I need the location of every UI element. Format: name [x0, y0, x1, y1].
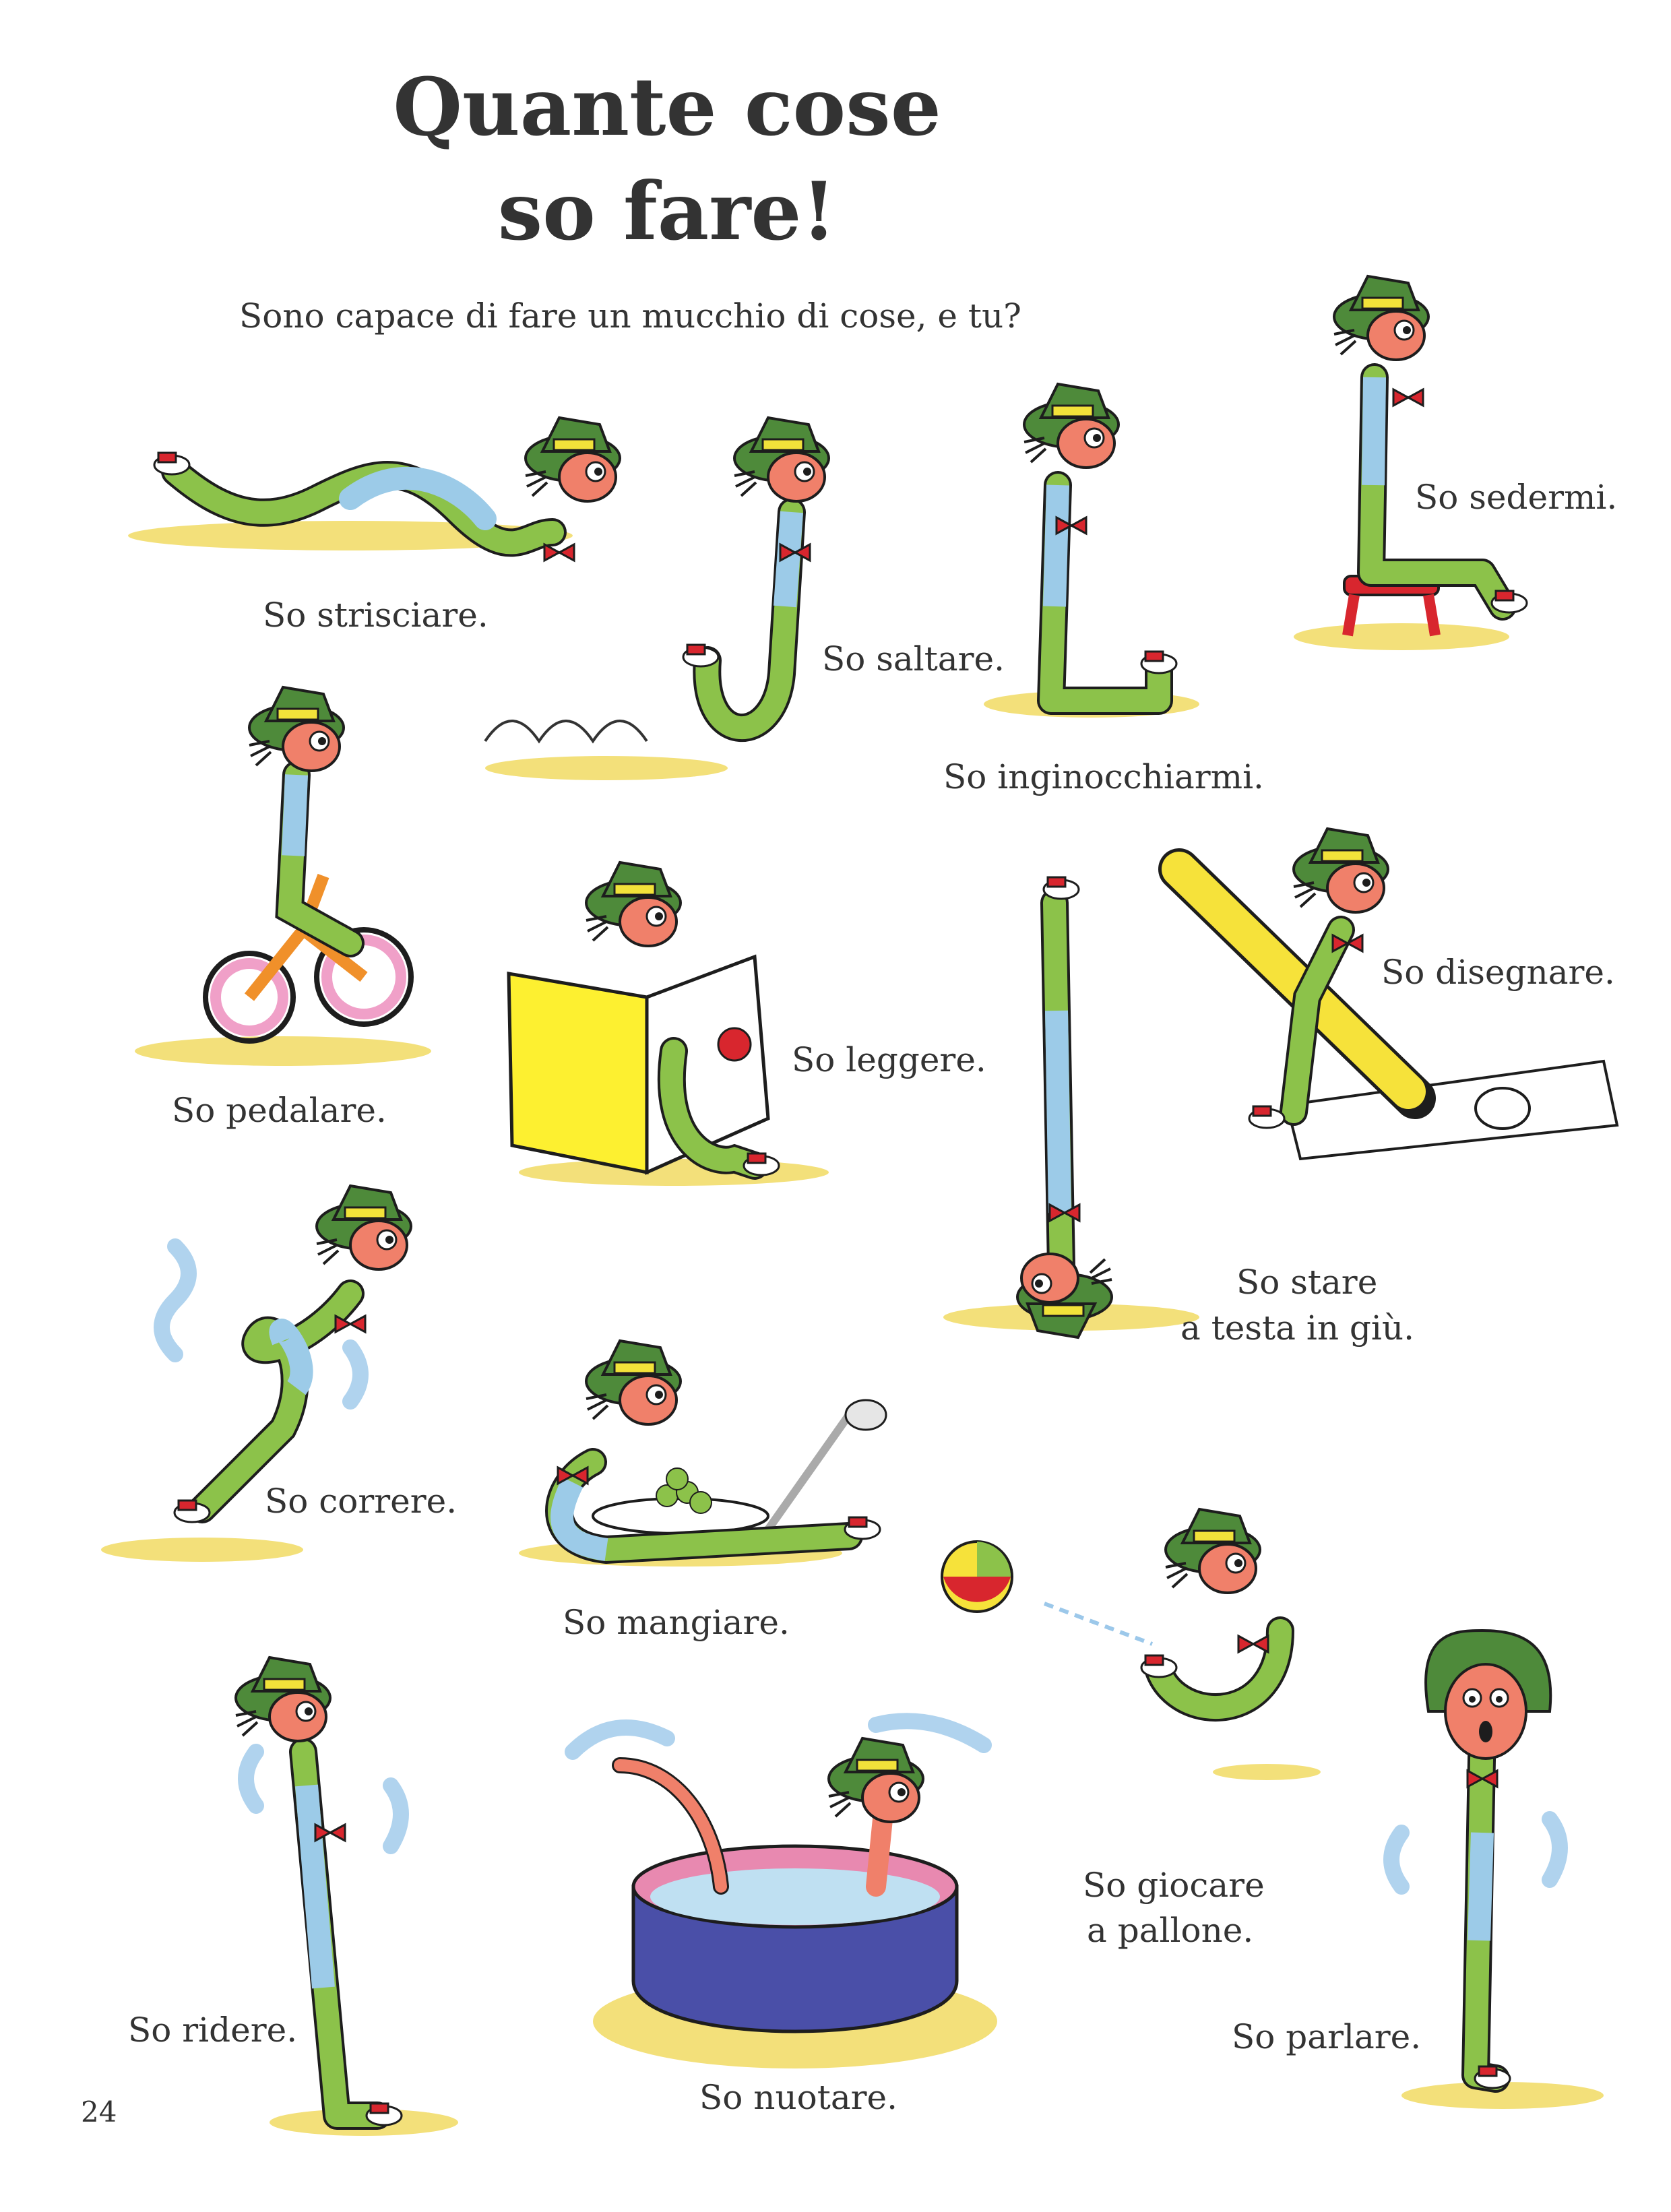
- worm-kneeling-illustration: [984, 383, 1199, 718]
- caption-testa-line1: So stare: [1236, 1263, 1378, 1302]
- worm-tricycle-illustration: [135, 686, 431, 1066]
- caption-pallone-line2: a pallone.: [1087, 1911, 1254, 1950]
- caption-disegnare: So disegnare.: [1381, 953, 1615, 992]
- worm-upside-down-illustration: [943, 876, 1199, 1339]
- caption-correre: So correre.: [265, 1482, 458, 1521]
- worm-talking-illustration: [1383, 1629, 1604, 2109]
- caption-testa-line2: a testa in giù.: [1180, 1308, 1415, 1348]
- caption-parlare: So parlare.: [1232, 2017, 1422, 2056]
- caption-mangiare: So mangiare.: [563, 1603, 790, 1642]
- caption-nuotare: So nuotare.: [699, 2078, 898, 2117]
- worm-crawling-illustration: [128, 416, 621, 562]
- worm-eating-illustration: [519, 1339, 887, 1567]
- worm-jumping-illustration: [484, 416, 830, 780]
- worm-ball-illustration: [941, 1508, 1321, 1780]
- worm-reading-illustration: [507, 861, 829, 1186]
- caption-strisciare: So strisciare.: [263, 596, 488, 635]
- caption-inginocchiarmi: So inginocchiarmi.: [943, 757, 1264, 796]
- caption-pallone-line1: So giocare: [1083, 1866, 1265, 1905]
- worm-swimming-illustration: [565, 1713, 997, 2068]
- page-title-line1: Quante cose: [393, 60, 941, 154]
- caption-sedermi: So sedermi.: [1415, 478, 1618, 517]
- caption-saltare: So saltare.: [822, 639, 1005, 678]
- page-title-line2: so fare!: [497, 164, 837, 258]
- caption-ridere: So ridere.: [128, 2011, 298, 2050]
- page-number: 24: [81, 2095, 117, 2128]
- worm-running-illustration: [101, 1184, 412, 1562]
- caption-pedalare: So pedalare.: [172, 1091, 387, 1130]
- worm-laughing-illustration: [234, 1656, 458, 2136]
- caption-leggere: So leggere.: [792, 1040, 986, 1079]
- worm-drawing-illustration: [1158, 827, 1619, 1161]
- page-subtitle: Sono capace di fare un mucchio di cose, …: [239, 296, 1021, 336]
- worm-sitting-illustration: [1294, 275, 1528, 650]
